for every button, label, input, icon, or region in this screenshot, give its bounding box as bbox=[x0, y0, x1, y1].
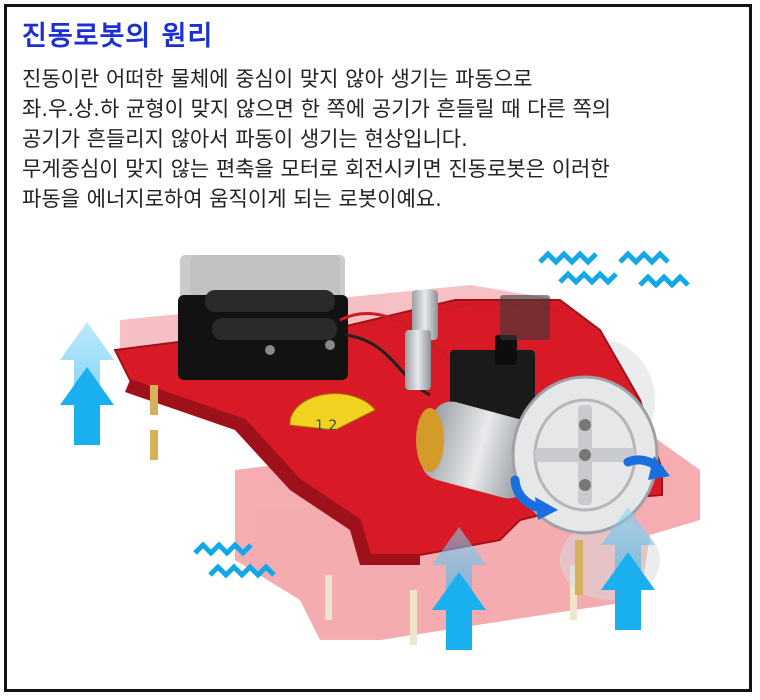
description-line: 진동이란 어떠한 물체에 중심이 맞지 않아 생기는 파동으로 bbox=[22, 67, 533, 91]
up-arrow-icon bbox=[601, 507, 655, 630]
support-legs bbox=[150, 385, 583, 595]
up-arrow-icon bbox=[432, 527, 486, 650]
description-line: 무게중심이 맞지 않는 편축을 모터로 회전시키면 진동로봇은 이러한 bbox=[22, 157, 610, 181]
description-line: 좌.우.상.하 균형이 맞지 않으면 한 쪽에 공기가 흔들릴 때 다른 쪽의 bbox=[22, 97, 612, 121]
vibration-wave-icon bbox=[538, 250, 690, 289]
rotation-arrowhead bbox=[535, 456, 670, 520]
up-arrow-icon bbox=[60, 322, 114, 445]
wheel-icon bbox=[511, 375, 659, 535]
screw-posts bbox=[405, 290, 438, 390]
description-line: 파동을 에너지로하여 움직이게 되는 로봇이예요. bbox=[22, 187, 442, 211]
page-title: 진동로봇의 원리 bbox=[22, 21, 214, 52]
motor-icon bbox=[416, 401, 539, 499]
battery-holder-icon bbox=[178, 255, 348, 380]
description-line: 공기가 흔들리지 않아서 파동이 생기는 현상입니다. bbox=[22, 127, 468, 151]
svg-text:1 2: 1 2 bbox=[315, 418, 337, 434]
description-text: 진동이란 어떠한 물체에 중심이 맞지 않아 생기는 파동으로 좌.우.상.하 … bbox=[22, 64, 742, 214]
dial-sticker: 1 2 bbox=[289, 393, 376, 434]
vibration-wave-icon bbox=[193, 541, 276, 579]
